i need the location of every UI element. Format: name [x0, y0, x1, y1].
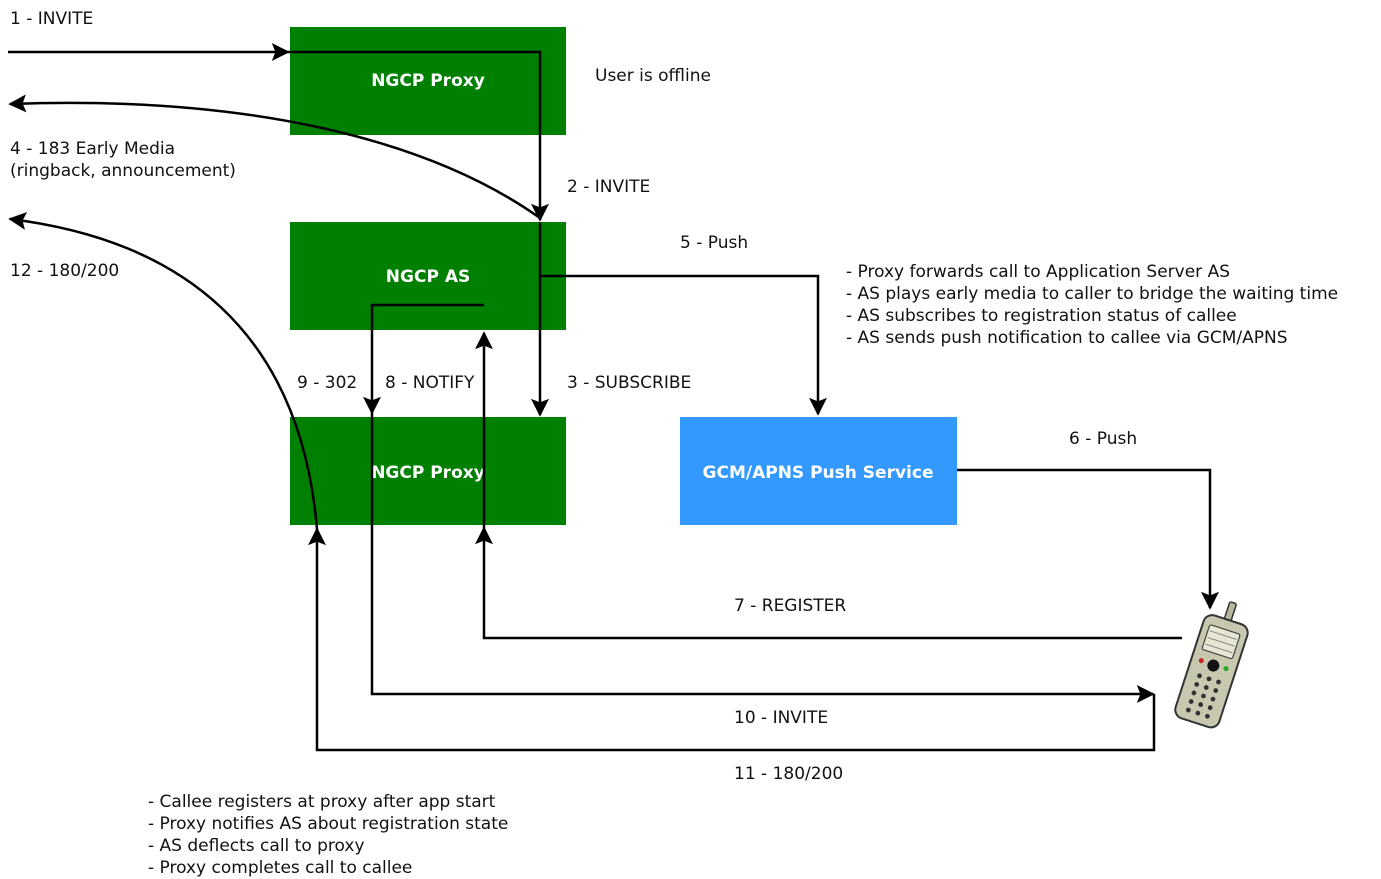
- label-step9: 9 - 302: [297, 373, 357, 393]
- label-step7: 7 - REGISTER: [734, 596, 846, 616]
- label-step4-line1: 4 - 183 Early Media: [10, 139, 175, 159]
- label-step1: 1 - INVITE: [10, 9, 93, 29]
- right-note-3: - AS subscribes to registration status o…: [846, 306, 1237, 326]
- label-step4-line2: (ringback, announcement): [10, 161, 236, 181]
- push-service-box: [680, 417, 957, 525]
- bottom-proxy-label: NGCP Proxy: [371, 463, 485, 483]
- label-step6: 6 - Push: [1069, 429, 1137, 449]
- arrow-11-180-200: [308, 527, 1156, 752]
- label-step12: 12 - 180/200: [10, 261, 119, 281]
- top-proxy-box: [290, 27, 566, 135]
- label-step8: 8 - NOTIFY: [385, 373, 475, 393]
- label-step11: 11 - 180/200: [734, 764, 843, 784]
- bottom-note-1: - Callee registers at proxy after app st…: [148, 792, 496, 812]
- label-step5: 5 - Push: [680, 233, 748, 253]
- arrow-5-push: [540, 274, 827, 416]
- arrow-2-invite: [288, 50, 549, 222]
- push-service-label: GCM/APNS Push Service: [703, 463, 934, 483]
- as-label: NGCP AS: [386, 267, 470, 287]
- label-step3: 3 - SUBSCRIBE: [567, 373, 691, 393]
- right-note-2: - AS plays early media to caller to brid…: [846, 284, 1338, 304]
- right-note-1: - Proxy forwards call to Application Ser…: [846, 262, 1230, 282]
- arrow-9-302: [363, 303, 484, 415]
- arrow-6-push: [957, 468, 1219, 610]
- right-note-4: - AS sends push notification to callee v…: [846, 328, 1288, 348]
- label-step2: 2 - INVITE: [567, 177, 650, 197]
- arrow-7-register: [475, 526, 1182, 640]
- top-proxy-label: NGCP Proxy: [371, 71, 485, 91]
- arrow-4-early-media: [8, 94, 541, 220]
- bottom-note-4: - Proxy completes call to callee: [148, 858, 412, 878]
- bottom-proxy-box: [290, 417, 566, 525]
- arrow-12-180-200: [8, 212, 319, 530]
- bottom-note-3: - AS deflects call to proxy: [148, 836, 365, 856]
- arrow-10-invite: [370, 413, 1155, 703]
- label-step10: 10 - INVITE: [734, 708, 828, 728]
- as-box: [290, 222, 566, 330]
- label-user-offline: User is offline: [595, 66, 711, 86]
- mobile-phone-icon: [1174, 601, 1249, 729]
- bottom-note-2: - Proxy notifies AS about registration s…: [148, 814, 508, 834]
